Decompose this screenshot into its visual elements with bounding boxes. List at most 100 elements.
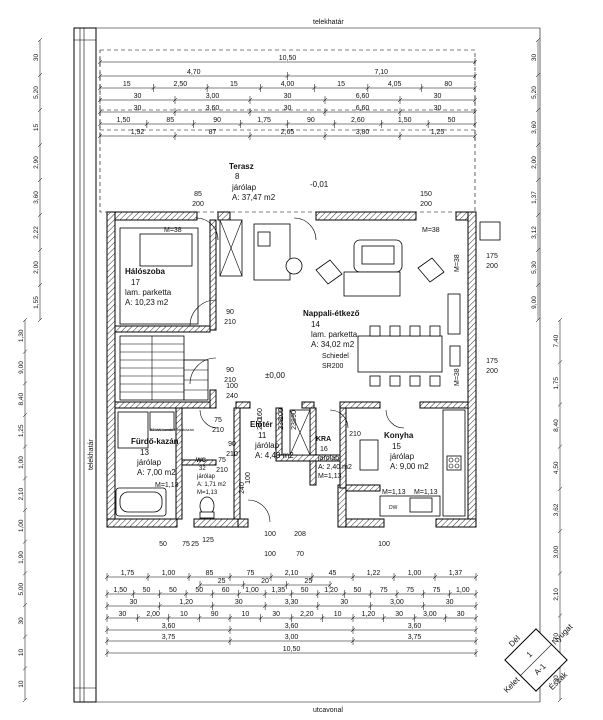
dimension-value: 1,22 [367, 570, 381, 577]
room-area: A: 34,02 m2 [311, 340, 355, 349]
dimension-tick [535, 107, 541, 113]
mark-m38-east-b: M=38 [454, 368, 461, 386]
opening-dimension: 208 [294, 531, 306, 538]
dimension-tick [22, 539, 28, 544]
dimension-value: 30 [434, 105, 442, 112]
opening-dimension: 210 [349, 431, 361, 438]
dimension-value: 25 [218, 578, 226, 585]
dimension-value: 30 [446, 599, 454, 606]
dimension-value: 70 [553, 633, 560, 641]
dimension-value: 30 [284, 93, 292, 100]
dimension-value: 10 [18, 649, 25, 657]
dimension-value: 30 [118, 611, 126, 618]
dimension-value: 4,05 [388, 81, 402, 88]
dimension-tick [22, 697, 28, 703]
dimension-value: 30 [553, 675, 560, 683]
room-label-hall: Előtér 11 járólap A: 4,43 m2 [250, 420, 294, 460]
dimension-value: 30 [129, 599, 137, 606]
dimension-tick [37, 107, 43, 113]
room-name: Fürdő-kazán [131, 437, 179, 446]
opening-dimension: 175 [486, 358, 498, 365]
dimension-value: 50 [143, 587, 151, 594]
dimension-value: 3,60 [285, 623, 299, 630]
dimension-value: 1,25 [431, 129, 445, 136]
dimension-tick [22, 412, 28, 418]
plot-boundary-top-label: telekhatár [313, 19, 344, 26]
dimension-tick [557, 613, 563, 618]
terrace-outline [99, 49, 476, 213]
mark-m38-living: M=38 [422, 227, 440, 234]
dimension-tick [22, 381, 28, 386]
opening-dimension: 200 [486, 368, 498, 375]
dimension-value: 1,50 [117, 117, 131, 124]
dimension-value: 15 [337, 81, 345, 88]
dimension-value: 20 [261, 578, 269, 585]
dimension-tick [37, 72, 43, 78]
dimension-value: 1,75 [121, 570, 135, 577]
room-area: A: 37,47 m2 [232, 193, 276, 202]
dimension-value: 3,60 [162, 623, 176, 630]
room-label-kitchen: Konyha 15 járólap A: 9,00 m2 [384, 431, 429, 471]
dimension-value: 30 [134, 93, 142, 100]
room-label-pantry: KRA 16 járólap A: 2,40 m2 [316, 436, 352, 471]
room-name: Nappali-étkező [303, 309, 360, 318]
dimension-value: 30 [434, 93, 442, 100]
dimension-value: 1,00 [408, 570, 422, 577]
dimension-value: 75 [433, 587, 441, 594]
dimension-value: 2,10 [285, 570, 299, 577]
dimension-tick [535, 212, 541, 218]
opening-dimension: 150 [420, 191, 432, 198]
opening-dimension: 75 [182, 541, 190, 548]
opening-dimension: 90 [291, 410, 298, 418]
mark-m113-kitchen-b: M=1,13 [414, 489, 438, 496]
room-floor: járólap [317, 455, 339, 462]
dimension-value: 45 [329, 570, 337, 577]
room-number: 11 [258, 431, 267, 440]
room-name: Konyha [384, 431, 414, 440]
room-area: A: 7,00 m2 [137, 468, 176, 477]
room-area: A: 9,00 m2 [390, 462, 429, 471]
opening-dimension: 85 [194, 191, 202, 198]
room-number: 13 [140, 448, 149, 457]
dimension-tick [22, 349, 28, 354]
dimension-tick [535, 247, 541, 253]
dimension-value: 3,00 [423, 611, 437, 618]
dimension-tick [557, 528, 563, 534]
dimension-value: 9,00 [18, 361, 25, 374]
compass: 1 A-1 Dél Észak Kelet Nyugat [502, 622, 575, 695]
dimension-tick [22, 507, 28, 513]
dimension-tick [22, 444, 28, 449]
interior-walls [114, 219, 469, 520]
room-name: Hálószoba [125, 267, 166, 276]
dishwasher-label: DW [389, 505, 398, 511]
dimension-value: 75 [406, 587, 414, 594]
dimension-value: 50 [353, 587, 361, 594]
dimension-value: 3,60 [206, 105, 220, 112]
dimension-value: 50 [169, 587, 177, 594]
dimension-value: 4,70 [187, 69, 201, 76]
chimney-name: Schiedel [322, 353, 349, 360]
dimension-value: 85 [206, 570, 214, 577]
dimension-tick [37, 142, 43, 148]
dimension-value: 6,60 [356, 93, 370, 100]
room-number: 14 [311, 320, 320, 329]
dimension-value: 2,00 [33, 261, 40, 274]
dimension-tick [557, 317, 563, 323]
room-name: Terasz [229, 162, 254, 171]
dimension-value: 1,20 [362, 611, 376, 618]
room-number: 32 [199, 466, 206, 472]
opening-dimension: 90 [228, 441, 236, 448]
dimension-tick [37, 212, 43, 218]
opening-dimension: 90 [226, 309, 234, 316]
dimension-value: 15 [123, 81, 131, 88]
dimension-value: 3,00 [390, 599, 404, 606]
compass-east: Kelet [502, 675, 522, 695]
dimension-tick [535, 317, 541, 323]
dimension-tick [37, 247, 43, 253]
dimension-value: 3,00 [206, 93, 220, 100]
room-name: Előtér [250, 420, 273, 429]
dimension-value: 10 [241, 611, 249, 618]
opening-dimension: 75 [218, 457, 226, 464]
dimension-tick [557, 486, 563, 492]
dimension-value: 1,00 [162, 570, 176, 577]
